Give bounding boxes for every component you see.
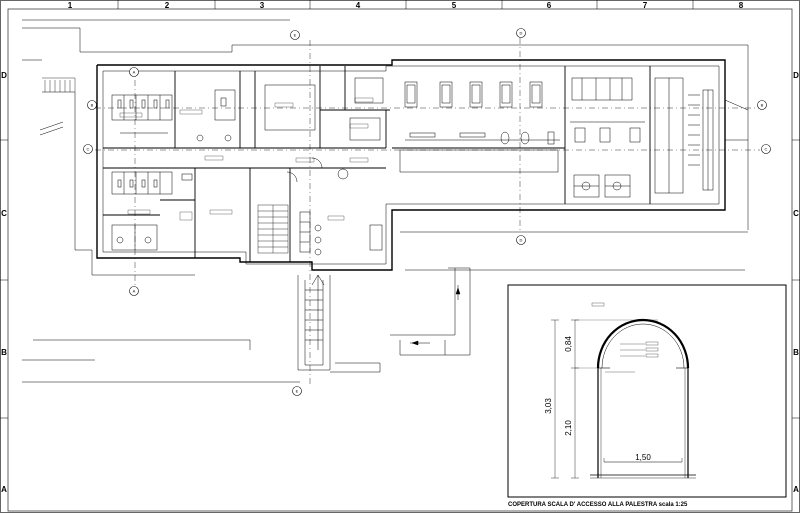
section-marker-d-top-label: D [520,31,523,36]
detail-callout-tags [591,302,659,358]
dim-height-arch: 0,84 [564,336,573,352]
section-marker-d-bottom-label: D [520,238,523,243]
floor-plan [22,19,760,385]
wc-cubicles-upper [111,89,236,142]
section-marker-c-left: C [83,144,93,154]
section-marker-c-right: C [761,144,771,154]
grid-row-d-right: D [793,71,799,80]
left-stair [42,77,76,92]
grid-row-labels: D C B A D C B A [1,71,799,494]
vertical-dimensions [551,319,640,479]
detail-title: COPERTURA SCALA D' ACCESSO ALLA PALESTRA… [508,502,688,508]
grid-row-c-left: C [1,209,7,218]
section-marker-d-top: D [516,28,526,38]
grid-col-2: 2 [165,1,170,10]
detail-arch-section: 3,03 2,10 0,84 1,50 COPERTURA SCALA D' A… [507,284,787,508]
grid-row-c-right: C [793,209,799,218]
gym-equipment [399,77,749,198]
grid-column-labels: 1 2 3 4 5 6 7 8 [68,1,744,10]
section-markers: A A B B C C D D [83,28,771,396]
section-marker-b-left-label: B [91,103,94,108]
grid-row-a-right: A [793,485,799,494]
room-tags [119,97,374,221]
section-marker-e-top-label: E [294,33,297,38]
lobby-details [264,77,384,256]
section-marker-b-right: B [757,100,767,110]
grid-row-a-left: A [1,485,7,494]
grid-col-3: 3 [260,1,265,10]
grid-col-6: 6 [547,1,552,10]
section-marker-a-top: A [129,67,139,77]
section-marker-a-top-label: A [133,70,136,75]
grid-col-7: 7 [643,1,648,10]
site-lines [22,19,749,383]
section-marker-a-bottom: A [129,286,139,296]
detail-frame [507,284,787,498]
section-marker-c-right-label: C [765,147,768,152]
section-marker-b-right-label: B [761,103,764,108]
wc-cubicles-lower [111,171,193,251]
section-marker-a-bottom-label: A [133,289,136,294]
dim-width: 1,50 [635,453,651,462]
entrance-ramp [297,267,471,373]
grid-col-8: 8 [739,1,744,10]
interior-walls [103,66,651,262]
building-walls [96,59,726,271]
grid-tick-marks [0,0,800,419]
arch-structure [590,318,696,479]
grid-col-5: 5 [452,1,457,10]
section-marker-e-bottom: E [292,386,302,396]
section-cut-lines [95,38,760,385]
section-marker-e-top: E [290,30,300,40]
grid-col-4: 4 [356,1,361,10]
grid-row-d-left: D [1,71,7,80]
central-stair [257,204,289,254]
dim-height-lower: 2,10 [564,420,573,436]
section-marker-d-bottom: D [516,235,526,245]
grid-col-1: 1 [68,1,73,10]
grid-row-b-left: B [1,348,7,357]
section-marker-b-left: B [87,100,97,110]
grid-row-b-right: B [793,348,799,357]
dim-height-total: 3,03 [544,398,553,414]
section-marker-c-left-label: C [87,147,90,152]
section-marker-e-bottom-label: E [296,389,299,394]
